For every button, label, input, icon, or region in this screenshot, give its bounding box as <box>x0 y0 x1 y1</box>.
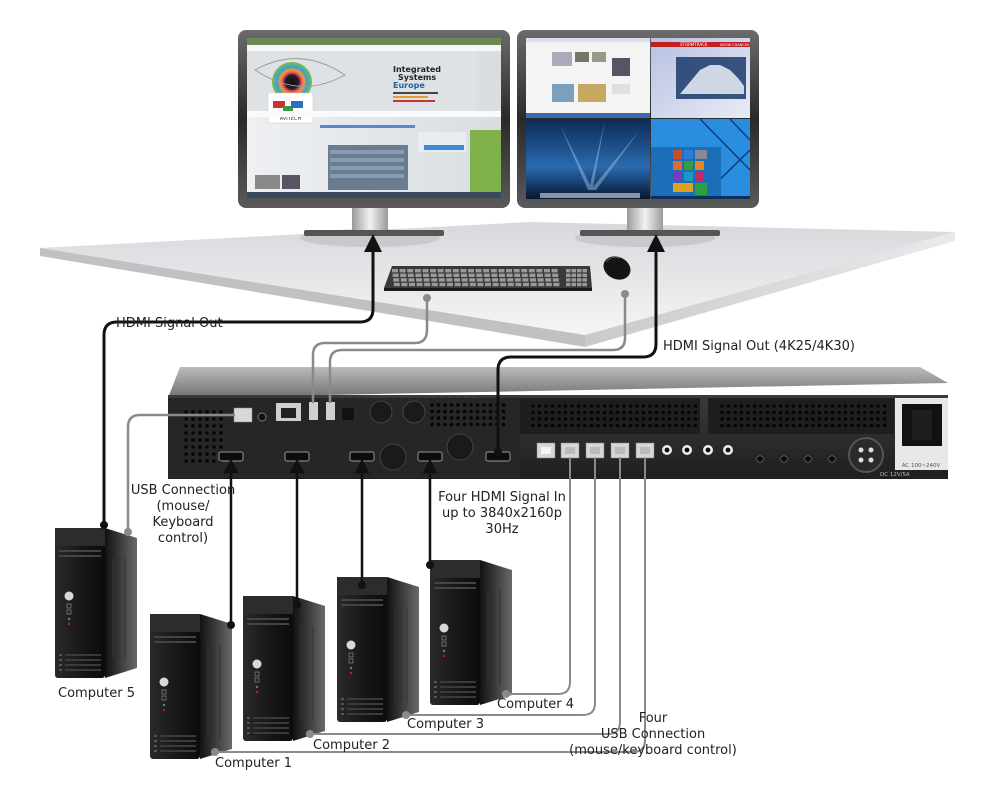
cable-end-dot <box>494 448 502 456</box>
cable-end-dot <box>293 601 301 609</box>
hdmi-in-port-1 <box>218 451 244 462</box>
kvm-device: AC 100~240V DC 12V/5A <box>168 367 948 479</box>
power-button-icon <box>439 623 449 633</box>
mouse-icon <box>603 256 631 280</box>
svg-text:SNOW CHANCES: SNOW CHANCES <box>720 43 750 47</box>
svg-text:Integrated: Integrated <box>393 65 441 74</box>
cable-end-dot <box>124 528 132 536</box>
computer-tower-2 <box>243 596 325 741</box>
label-four-hdmi-in: Four HDMI Signal In up to 3840x2160p 30H… <box>438 490 566 537</box>
cable-end-dot <box>227 621 235 629</box>
label-computer-5: Computer 5 <box>58 686 136 701</box>
headset-jack-3 <box>804 455 812 463</box>
svg-text:AVITECH: AVITECH <box>280 116 302 122</box>
headset-jack-2 <box>780 455 788 463</box>
label-computer-2: Computer 2 <box>313 738 391 753</box>
monitor-right-screen: STORMTRACK SNOW CHANCES <box>526 38 751 200</box>
label-computer-4: Computer 4 <box>497 697 575 712</box>
label-hdmi-signal-out: HDMI Signal Out <box>116 316 223 331</box>
usb-in-cable-3 <box>405 457 596 716</box>
svg-text:Systems: Systems <box>398 73 436 82</box>
label-four-usb-connection: Four USB Connection (mouse/keyboard cont… <box>569 711 737 758</box>
hdmi-in-port-3 <box>349 451 375 462</box>
keyboard-icon <box>384 266 592 291</box>
usb-in-cable-1 <box>214 457 646 753</box>
power-button-icon <box>159 677 169 687</box>
svg-text:DC 12V/5A: DC 12V/5A <box>880 472 910 478</box>
power-button-icon <box>64 591 74 601</box>
monitor-right: STORMTRACK SNOW CHANCES <box>517 30 759 236</box>
label-usb-connection-single: USB Connection (mouse/ Keyboard control) <box>130 483 236 546</box>
cable-end-dot <box>426 561 434 569</box>
usb-b-port-pc <box>233 407 253 423</box>
svg-text:Europe: Europe <box>393 81 425 90</box>
svg-text:AC 100~240V: AC 100~240V <box>902 463 941 469</box>
hdmi-in-port-4 <box>417 451 443 462</box>
headset-jack-4 <box>828 455 836 463</box>
label-hdmi-signal-out-4k: HDMI Signal Out (4K25/4K30) <box>663 339 855 354</box>
dc-power-connector <box>848 437 884 473</box>
computer-tower-1 <box>150 614 232 759</box>
usb-port-keyboard <box>309 402 318 420</box>
computer-tower-5 <box>55 528 137 678</box>
svg-text:STORMTRACK: STORMTRACK <box>680 42 708 47</box>
keyboard-usb-cable <box>311 296 429 404</box>
cable-end-dot <box>621 290 629 298</box>
mouse-usb-cable <box>328 292 627 404</box>
usb-port-mouse <box>326 402 335 420</box>
label-computer-1: Computer 1 <box>215 756 293 771</box>
hdmi-in-port-2 <box>284 451 310 462</box>
computer-tower-4 <box>430 560 512 705</box>
cable-end-dot <box>211 748 219 756</box>
usb-cable-computer-5 <box>126 413 236 534</box>
usb-in-cable-4 <box>505 457 571 695</box>
computer-tower-3 <box>337 577 419 722</box>
label-computer-3: Computer 3 <box>407 717 485 732</box>
power-button-icon <box>252 659 262 669</box>
cable-end-dot <box>402 711 410 719</box>
cable-end-dot <box>423 294 431 302</box>
hdmi-out-cable-right <box>496 234 665 454</box>
headset-jack-1 <box>756 455 764 463</box>
hdmi-out-cable-left <box>102 234 382 527</box>
cable-end-dot <box>100 521 108 529</box>
cable-end-dot <box>502 690 510 698</box>
power-button-icon <box>346 640 356 650</box>
monitor-left: Integrated Systems Europe AVITECH <box>238 30 510 236</box>
cable-end-dot <box>306 730 314 738</box>
cable-end-dot <box>358 581 366 589</box>
usb-in-cable-2 <box>309 457 621 735</box>
